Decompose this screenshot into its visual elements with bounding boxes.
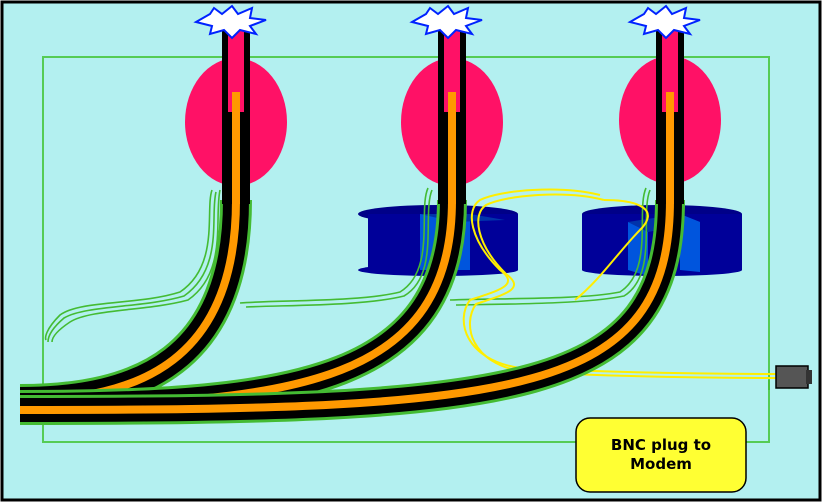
spark-burst-icon	[193, 4, 267, 40]
board-outline	[42, 56, 770, 443]
spark-burst-icon	[409, 4, 483, 40]
bnc-plug-icon	[775, 365, 812, 389]
callout-box	[575, 417, 747, 493]
feedthrough-2	[438, 24, 466, 204]
yellow-wires	[462, 188, 791, 379]
feedthrough-1	[222, 24, 250, 204]
feedthrough-3	[656, 24, 684, 204]
spark-burst-icon	[627, 4, 701, 40]
main-cable-bundle	[19, 199, 685, 425]
